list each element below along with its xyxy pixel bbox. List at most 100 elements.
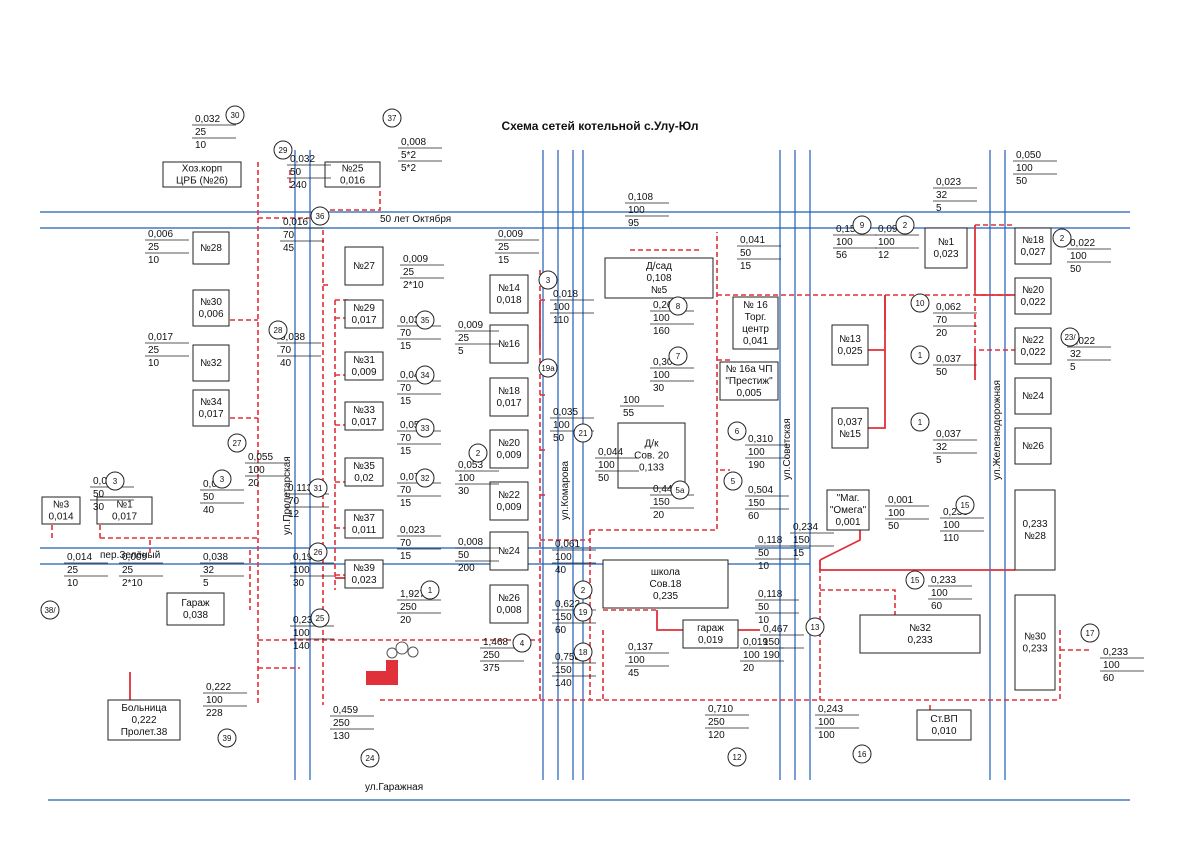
- node-circle: [538, 358, 558, 378]
- pipe-param: 70: [936, 315, 948, 326]
- pipe-param: 10: [758, 561, 770, 572]
- pipe-param: 240: [290, 180, 307, 191]
- node-circle: [360, 748, 380, 768]
- street-name: ул.Комарова: [560, 460, 571, 520]
- pipe-param: 12: [878, 250, 890, 261]
- pipe-param: 250: [483, 650, 500, 661]
- pipe-param: 100: [1070, 251, 1087, 262]
- pipe-param: 50: [290, 167, 302, 178]
- building-label: центр: [742, 324, 769, 335]
- building-box: [826, 489, 870, 531]
- building-box: [192, 344, 230, 382]
- pipe-param: 0,156: [836, 224, 861, 235]
- pipe-param: 10: [148, 358, 160, 369]
- pipe-param: 12: [288, 509, 300, 520]
- building-label: №28: [200, 243, 222, 254]
- pipe-param: 250: [333, 718, 350, 729]
- building-label: Ст.ВП: [930, 714, 957, 725]
- pipe-param: 20: [653, 510, 665, 521]
- building-box: [489, 481, 529, 521]
- pipe-param: 20: [400, 615, 412, 626]
- building-label: № 16а ЧП: [726, 364, 773, 375]
- building-label: "Маг.: [837, 493, 860, 504]
- building-box: [1014, 227, 1052, 265]
- pipe-param: 30: [93, 502, 105, 513]
- pipe-param: 50: [758, 602, 770, 613]
- pipe-param: 100: [653, 313, 670, 324]
- node-number: 38/: [44, 606, 56, 615]
- building-box: [1014, 377, 1052, 415]
- building-label: 0,02: [354, 473, 374, 484]
- building-label: №1: [116, 500, 133, 511]
- pipe-param: 0,023: [400, 525, 425, 536]
- pipe-param: 100: [818, 717, 835, 728]
- pipe-param: 0,094: [878, 224, 903, 235]
- node-number: 1: [918, 351, 923, 360]
- pipe-param: 100: [248, 465, 265, 476]
- building-label: 0,025: [837, 346, 862, 357]
- pipe-param: 140: [293, 641, 310, 652]
- pipe-param: 0,079: [400, 472, 425, 483]
- pipe-param: 150: [763, 637, 780, 648]
- heat-pipe-dashed: [820, 589, 896, 615]
- building-label: 0,133: [639, 463, 664, 474]
- pipe-param: 120: [708, 730, 725, 741]
- building-label: ЦРБ (№26): [176, 176, 228, 187]
- pipe-param: 0,059: [400, 420, 425, 431]
- pipe-param: 100: [943, 520, 960, 531]
- node-number: 13: [811, 623, 820, 632]
- pipe-param: 50: [553, 433, 565, 444]
- pipe-param: 50: [758, 548, 770, 559]
- node-number: 3: [220, 475, 225, 484]
- building-label: 0,008: [496, 605, 521, 616]
- pipe-param: 70: [400, 433, 412, 444]
- node-circle: [668, 296, 688, 316]
- node-circle: [273, 140, 293, 160]
- pipe-param: 25: [122, 565, 134, 576]
- pipe-param: 0,758: [555, 652, 580, 663]
- building-label: №26: [498, 593, 520, 604]
- node-circle: [727, 421, 747, 441]
- pipe-param: 15: [740, 261, 752, 272]
- building-label: 0,108: [646, 273, 671, 284]
- pipe-param: 0,062: [936, 302, 961, 313]
- pipe-param: 0,009: [498, 229, 523, 240]
- pipe-param: 100: [206, 695, 223, 706]
- building-label: 0,010: [931, 726, 956, 737]
- pipe-param: 56: [836, 250, 848, 261]
- boiler-smoke-icon: [407, 646, 419, 658]
- building-label: №20: [1022, 285, 1044, 296]
- pipe-param: 32: [203, 565, 215, 576]
- pipe-param: 0,022: [1070, 336, 1095, 347]
- pipe-param: 100: [293, 565, 310, 576]
- node-number: 17: [1086, 629, 1095, 638]
- street-name: ул.Железнодорожная: [992, 380, 1003, 480]
- building-label: №28: [1024, 531, 1046, 542]
- node-circle: [308, 542, 328, 562]
- node-circle: [415, 418, 435, 438]
- building-label: 0,235: [653, 591, 678, 602]
- pipe-param: 0,061: [555, 539, 580, 550]
- pipe-param: 100: [598, 460, 615, 471]
- pipe-param: 100: [293, 628, 310, 639]
- pipe-param: 0,016: [283, 217, 308, 228]
- pipe-param: 60: [931, 601, 943, 612]
- pipe-param: 70: [400, 383, 412, 394]
- pipe-param: 50: [598, 473, 610, 484]
- node-number: 5: [731, 477, 736, 486]
- heat-pipe-dashed: [974, 290, 1015, 351]
- node-circle: [415, 365, 435, 385]
- pipe-param: 32: [936, 442, 948, 453]
- pipe-param: 15: [400, 446, 412, 457]
- pipe-param: 0,008: [401, 137, 426, 148]
- pipe-param: 100: [628, 205, 645, 216]
